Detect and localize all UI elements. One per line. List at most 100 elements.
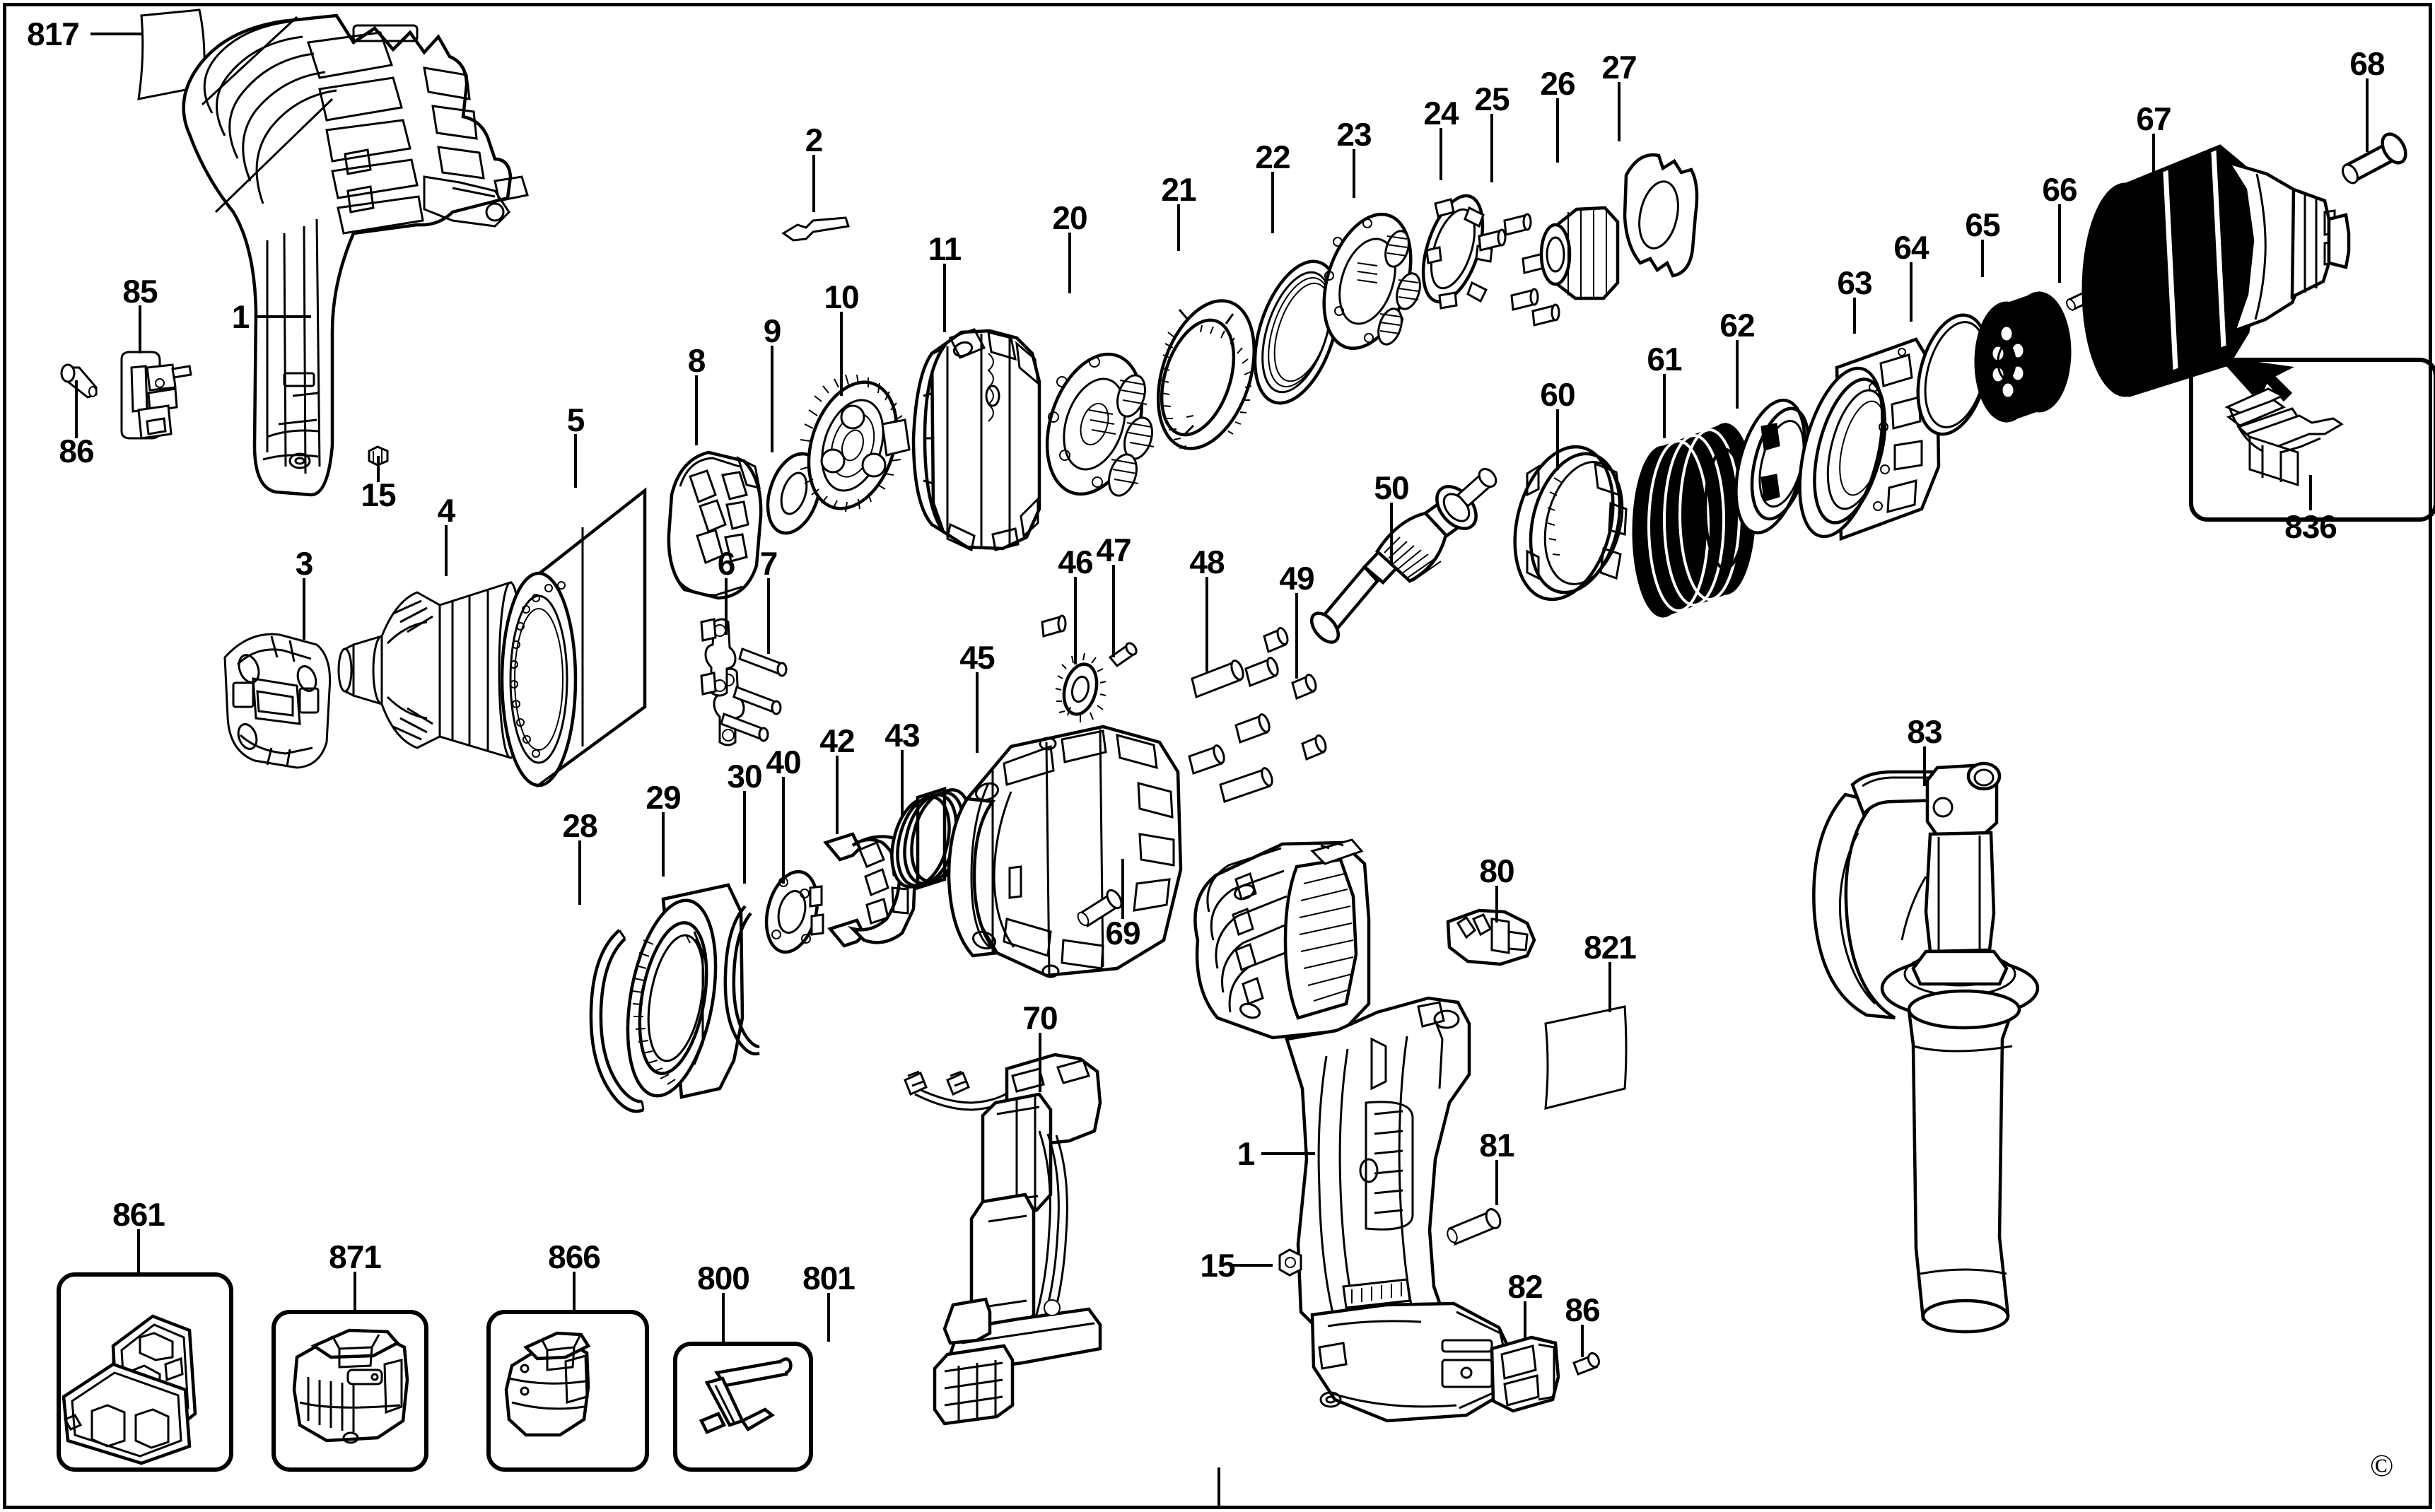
part-65-bearing xyxy=(1974,291,2072,423)
callout-label-15b: 15 xyxy=(1200,1247,1235,1284)
part-82-battery-latch xyxy=(1490,1335,1560,1413)
leader-line-9 xyxy=(771,346,773,452)
leader-line-1a xyxy=(256,315,311,318)
leader-line-60 xyxy=(1556,409,1559,470)
part-45-gear-case xyxy=(947,725,1183,978)
leader-line-70 xyxy=(1039,1033,1041,1092)
part-63-clutch-sleeve xyxy=(1798,337,1941,541)
callout-label-821: 821 xyxy=(1584,929,1637,966)
callout-label-85: 85 xyxy=(122,273,158,310)
leader-line-22 xyxy=(1271,172,1274,233)
part-29-ring-gear-3 xyxy=(626,883,744,1099)
frame-divider-vertical xyxy=(1218,1467,1220,1508)
callout-label-26: 26 xyxy=(1540,65,1575,102)
leader-line-42 xyxy=(836,756,839,834)
leader-line-85 xyxy=(139,305,141,353)
part-27-clutch-washer xyxy=(1623,153,1699,278)
part-43-spring xyxy=(890,786,972,891)
part-80-fwd-rev-lever xyxy=(1446,908,1536,966)
leader-line-21 xyxy=(1177,204,1180,251)
leader-line-26 xyxy=(1556,98,1559,163)
callout-label-40: 40 xyxy=(766,744,801,780)
callout-label-836: 836 xyxy=(2284,508,2337,545)
leader-line-7 xyxy=(767,578,770,654)
part-11-shift-housing xyxy=(911,328,1041,552)
leader-line-836 xyxy=(2309,475,2312,510)
inset-box-kit-box-inset xyxy=(57,1272,233,1472)
callout-label-68: 68 xyxy=(2349,45,2385,82)
callout-label-30: 30 xyxy=(727,758,762,795)
part-86-screw-top xyxy=(60,363,98,399)
callout-label-20: 20 xyxy=(1052,199,1087,236)
callout-label-866: 866 xyxy=(548,1238,601,1275)
leader-line-47 xyxy=(1112,565,1115,657)
callout-label-801: 801 xyxy=(802,1260,856,1296)
leader-line-8 xyxy=(695,375,698,445)
part-8-end-cap xyxy=(667,450,763,600)
callout-label-817: 817 xyxy=(27,16,80,52)
part-3-brush-plate xyxy=(223,633,332,769)
callout-label-67: 67 xyxy=(2136,100,2171,137)
callout-label-82: 82 xyxy=(1507,1268,1543,1305)
callout-label-45: 45 xyxy=(959,639,995,676)
leader-line-871 xyxy=(354,1272,356,1310)
part-10-planet-carrier xyxy=(798,374,911,512)
leader-line-20 xyxy=(1068,233,1071,293)
leader-line-800 xyxy=(722,1293,725,1342)
part-61-clutch-spring xyxy=(1632,422,1756,619)
callout-label-69: 69 xyxy=(1105,915,1140,951)
leader-line-50 xyxy=(1390,503,1393,565)
part-7-screws xyxy=(720,647,788,742)
leader-line-10 xyxy=(840,312,843,396)
callout-label-2: 2 xyxy=(805,122,824,158)
inset-box-battery-871-inset xyxy=(271,1310,428,1472)
part-48-roller-pins xyxy=(1188,657,1279,803)
callout-label-3: 3 xyxy=(295,545,314,582)
callout-label-60: 60 xyxy=(1540,376,1575,413)
callout-label-24: 24 xyxy=(1423,95,1459,131)
callout-label-15a: 15 xyxy=(361,476,396,513)
leader-line-40 xyxy=(782,777,785,884)
leader-line-61 xyxy=(1663,374,1666,438)
callout-label-48: 48 xyxy=(1189,544,1225,580)
leader-line-866 xyxy=(573,1272,576,1310)
leader-line-68 xyxy=(2366,78,2369,152)
leader-line-2 xyxy=(812,155,815,212)
leader-line-28 xyxy=(578,840,581,905)
callout-label-47: 47 xyxy=(1096,532,1131,568)
leader-line-4 xyxy=(445,525,448,576)
callout-label-49: 49 xyxy=(1279,560,1314,597)
part-70-switch-assembly xyxy=(904,1053,1102,1426)
callout-label-86b: 86 xyxy=(1565,1291,1600,1328)
part-1-housing-lower xyxy=(1193,838,1515,1423)
callout-label-81: 81 xyxy=(1479,1127,1514,1164)
part-66-screw xyxy=(2066,283,2104,312)
callout-label-871: 871 xyxy=(329,1238,382,1275)
leader-line-24 xyxy=(1440,128,1442,180)
callout-label-70: 70 xyxy=(1022,1000,1058,1036)
part-9-washer xyxy=(766,452,822,535)
leader-line-861 xyxy=(137,1229,140,1272)
part-42-shift-yoke xyxy=(823,832,917,948)
leader-line-821 xyxy=(1608,962,1611,1012)
inset-box-tools-inset xyxy=(673,1342,813,1472)
leader-line-27 xyxy=(1618,82,1621,141)
callout-label-62: 62 xyxy=(1719,307,1755,344)
callout-label-66: 66 xyxy=(2042,171,2077,208)
part-25-pins xyxy=(1478,213,1560,327)
leader-line-15b xyxy=(1233,1264,1273,1267)
callout-label-29: 29 xyxy=(646,779,681,816)
part-60-clutch-collar xyxy=(1513,445,1628,602)
callout-label-11: 11 xyxy=(928,230,962,267)
part-4-armature xyxy=(337,580,600,760)
part-46-gear-small xyxy=(1055,652,1106,722)
leader-line-5 xyxy=(574,434,577,488)
part-21-ring-gear xyxy=(1156,299,1256,450)
leader-line-63 xyxy=(1853,298,1856,334)
callout-label-50: 50 xyxy=(1374,469,1409,506)
callout-label-1b: 1 xyxy=(1237,1135,1256,1172)
callout-label-23: 23 xyxy=(1336,116,1372,153)
callout-label-1a: 1 xyxy=(231,298,250,335)
leader-line-62 xyxy=(1736,340,1739,409)
